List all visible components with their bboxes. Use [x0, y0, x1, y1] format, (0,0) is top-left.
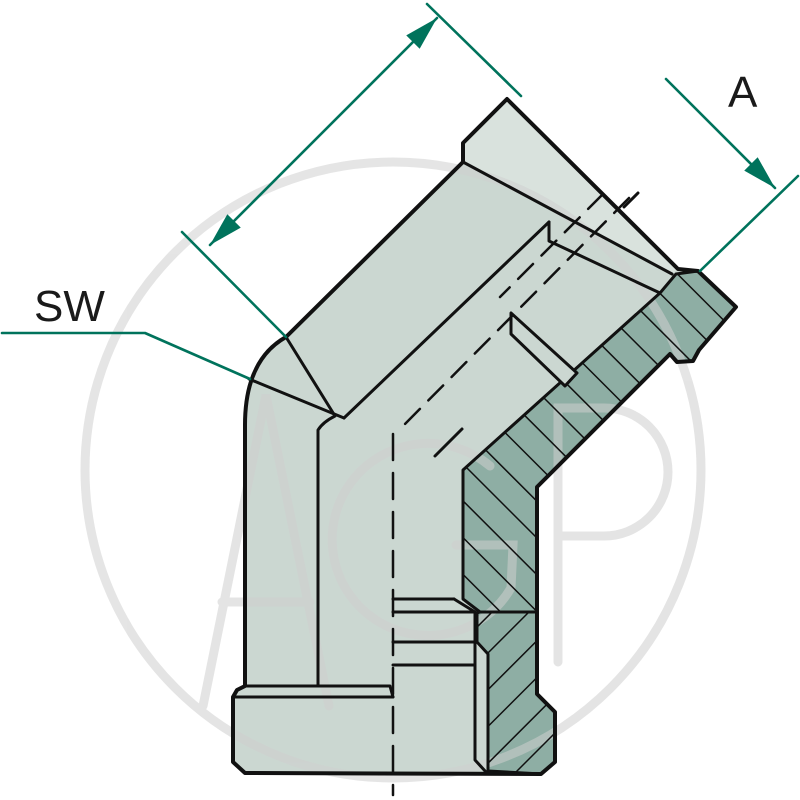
sw-label: SW — [34, 282, 105, 331]
extension-line-a — [698, 174, 800, 273]
a-dimension-line — [664, 77, 777, 190]
dimensions — [0, 2, 800, 381]
extension-line-bottom — [180, 230, 288, 339]
bore-step-edge — [433, 427, 464, 458]
hex-flat-edge-arm — [342, 220, 551, 420]
extension-line-top — [425, 2, 523, 98]
watermark-letter-p — [553, 403, 673, 667]
end-face-inner-edge — [461, 160, 674, 276]
elbow-corner-edge-2 — [284, 335, 337, 688]
watermark-letter-g — [327, 438, 518, 640]
length-dimension-line — [208, 16, 439, 247]
thread-dashed-line — [498, 192, 605, 299]
dimension-labels: SW A — [34, 68, 758, 331]
axis-dashed-diagonal — [397, 196, 631, 432]
a-label: A — [728, 68, 758, 117]
end-chamfer-edge — [547, 220, 662, 295]
elbow-corner-edge-1 — [247, 377, 346, 420]
undercut-chamfer — [452, 597, 477, 614]
hatching-nut-section — [475, 610, 557, 776]
bore-end-boss — [509, 311, 579, 388]
end-face-strip — [463, 99, 678, 274]
watermark-letter-a — [198, 394, 334, 711]
bore-wall-edge — [473, 610, 488, 774]
fitting-outlines — [231, 97, 738, 797]
sw-leader-line — [0, 331, 252, 381]
end-face-center-tick — [622, 191, 640, 209]
